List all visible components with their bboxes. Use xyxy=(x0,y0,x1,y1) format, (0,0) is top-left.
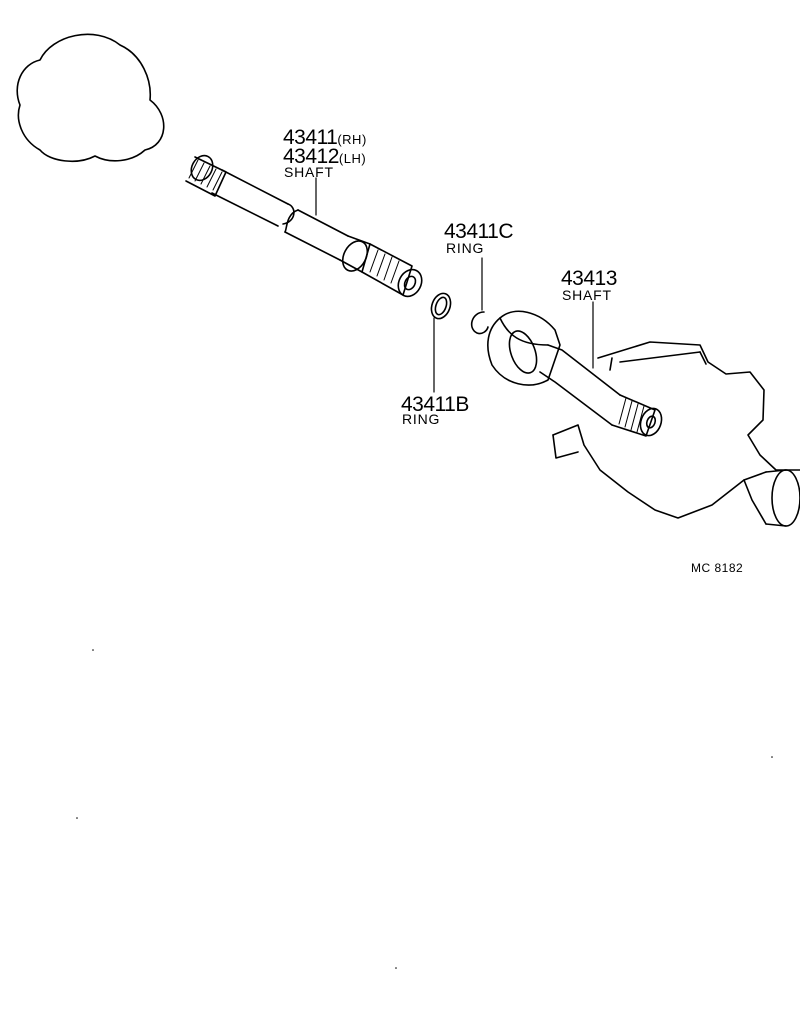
cloud-break-symbol xyxy=(16,33,165,163)
side-lh: (LH) xyxy=(338,151,367,166)
label-43411c-number: 43411C xyxy=(444,220,514,243)
side-rh: (RH) xyxy=(337,132,367,147)
diagram-code: MC 8182 xyxy=(691,561,744,575)
ring-43411c-part xyxy=(470,311,489,335)
label-43413-name: SHAFT xyxy=(562,287,612,303)
ring-43411b-part xyxy=(430,292,452,320)
label-43412-lh: 43412(LH) xyxy=(283,146,366,167)
transaxle-housing-part xyxy=(552,341,800,527)
label-43411b-number: 43411B xyxy=(401,393,469,416)
label-shaft-outer-name: SHAFT xyxy=(284,164,334,180)
scan-specks xyxy=(76,649,773,969)
label-43411b-name: RING xyxy=(402,411,441,427)
part-number-43411: 43411 xyxy=(283,126,338,149)
part-number-43412: 43412 xyxy=(283,145,339,168)
label-43411-rh: 43411(RH) xyxy=(283,127,367,148)
label-43411c-name: RING xyxy=(446,240,485,256)
label-43413-number: 43413 xyxy=(561,267,617,290)
inner-shaft-part xyxy=(487,310,663,437)
outer-shaft-part xyxy=(185,154,423,298)
